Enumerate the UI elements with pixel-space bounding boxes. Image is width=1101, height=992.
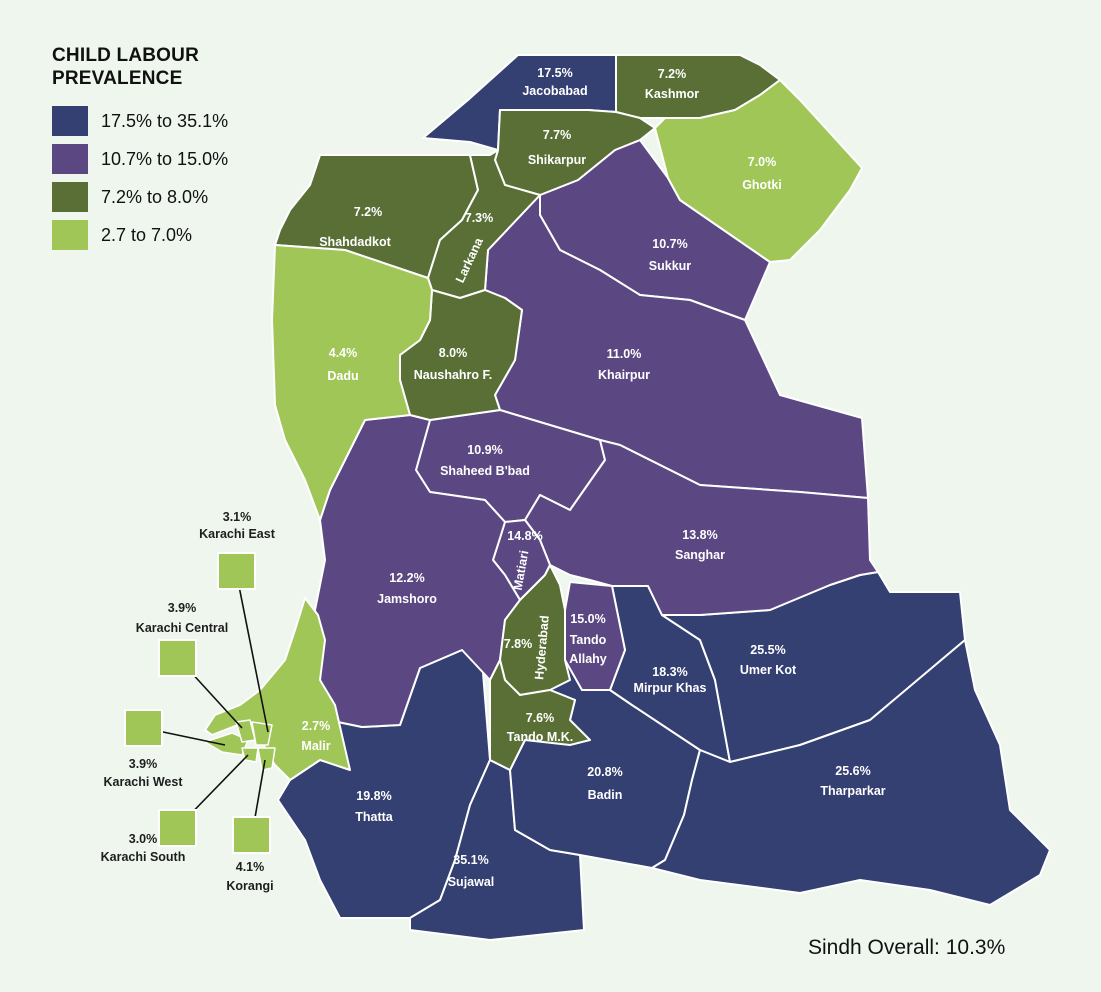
label-naushahro-value: 8.0% xyxy=(439,346,468,360)
district-labels: 17.5% Jacobabad 7.2% Kashmor 7.7% Shikar… xyxy=(101,66,886,893)
label-tharparkar-value: 25.6% xyxy=(835,764,870,778)
label-malir-value: 2.7% xyxy=(302,719,331,733)
label-mirpur-khas-name: Mirpur Khas xyxy=(634,681,707,695)
label-mirpur-khas-value: 18.3% xyxy=(652,665,687,679)
label-tando-allahyar-name1: Tando xyxy=(570,633,607,647)
callout-box-korangi[interactable] xyxy=(232,816,271,854)
legend: CHILD LABOUR PREVALENCE 17.5% to 35.1% 1… xyxy=(52,44,242,254)
callout-box-karachi-west[interactable] xyxy=(124,709,163,747)
legend-item: 10.7% to 15.0% xyxy=(52,140,242,178)
district-sanghar[interactable] xyxy=(524,439,879,616)
label-korangi-value: 4.1% xyxy=(236,860,265,874)
label-sujawal-name: Sujawal xyxy=(448,875,495,889)
label-khairpur-value: 11.0% xyxy=(607,347,642,361)
legend-item: 17.5% to 35.1% xyxy=(52,102,242,140)
label-shikarpur-name: Shikarpur xyxy=(528,153,586,167)
legend-label: 7.2% to 8.0% xyxy=(101,186,209,207)
label-khairpur-name: Khairpur xyxy=(598,368,650,382)
label-tando-allahyar-value: 15.0% xyxy=(570,612,605,626)
label-kashmor-name: Kashmor xyxy=(645,87,699,101)
label-hyderabad-name: Hyderabad xyxy=(532,615,552,681)
label-larkana-value: 7.3% xyxy=(465,211,494,225)
legend-swatch xyxy=(52,182,88,212)
label-shahdadkot-value: 7.2% xyxy=(354,205,383,219)
district-dadu[interactable] xyxy=(271,244,433,521)
legend-swatch xyxy=(52,106,88,136)
label-ghotki-name: Ghotki xyxy=(742,178,782,192)
label-dadu-value: 4.4% xyxy=(329,346,358,360)
label-badin-name: Badin xyxy=(588,788,623,802)
label-shahdadkot-name: Shahdadkot xyxy=(319,235,391,249)
label-sujawal-value: 35.1% xyxy=(453,853,488,867)
legend-title-line1: CHILD LABOUR xyxy=(52,45,199,66)
label-kashmor-value: 7.2% xyxy=(658,67,687,81)
label-tando-mk-name: Tando M.K. xyxy=(507,730,573,744)
label-tharparkar-name: Tharparkar xyxy=(820,784,885,798)
label-matiari-value: 14.8% xyxy=(507,529,542,543)
legend-swatch xyxy=(52,144,88,174)
callout-box-karachi-south[interactable] xyxy=(158,809,197,847)
legend-title-line2: PREVALENCE xyxy=(52,68,183,89)
label-thatta-name: Thatta xyxy=(355,810,394,824)
label-karachi-east-name: Karachi East xyxy=(199,527,276,541)
district-ghotki[interactable] xyxy=(654,79,863,263)
district-tharparkar[interactable] xyxy=(651,639,1051,906)
label-malir-name: Malir xyxy=(301,739,330,753)
label-jacobabad-name: Jacobabad xyxy=(522,84,587,98)
label-matiari-name: Matiari xyxy=(511,549,532,591)
district-tando-muhammad-khan[interactable] xyxy=(489,659,591,771)
karachi-callouts xyxy=(124,552,271,854)
label-naushahro-name: Naushahro F. xyxy=(414,368,493,382)
label-jacobabad-value: 17.5% xyxy=(537,66,572,80)
label-sanghar-value: 13.8% xyxy=(682,528,717,542)
label-karachi-south-name: Karachi South xyxy=(101,850,186,864)
label-shaheed-value: 10.9% xyxy=(467,443,502,457)
legend-label: 2.7 to 7.0% xyxy=(101,224,193,245)
label-ghotki-value: 7.0% xyxy=(748,155,777,169)
label-sukkur-name: Sukkur xyxy=(649,259,692,273)
callout-box-karachi-central[interactable] xyxy=(158,639,197,677)
label-badin-value: 20.8% xyxy=(587,765,622,779)
sindh-overall: Sindh Overall: 10.3% xyxy=(808,936,1006,959)
label-sanghar-name: Sanghar xyxy=(675,548,725,562)
legend-label: 17.5% to 35.1% xyxy=(101,110,229,131)
callout-box-karachi-east[interactable] xyxy=(217,552,256,590)
legend-item: 2.7 to 7.0% xyxy=(52,216,242,254)
label-jamshoro-value: 12.2% xyxy=(389,571,424,585)
label-tando-allahyar-name2: Allahy xyxy=(569,652,607,666)
label-korangi-name: Korangi xyxy=(226,879,273,893)
label-karachi-central-name: Karachi Central xyxy=(136,621,228,635)
label-karachi-east-value: 3.1% xyxy=(223,510,252,524)
legend-swatch xyxy=(52,220,88,250)
legend-title: CHILD LABOUR PREVALENCE xyxy=(52,44,242,90)
district-karachi-east-area[interactable] xyxy=(251,721,273,746)
label-dadu-name: Dadu xyxy=(327,369,358,383)
legend-label: 10.7% to 15.0% xyxy=(101,148,229,169)
label-shikarpur-value: 7.7% xyxy=(543,128,572,142)
label-karachi-west-value: 3.9% xyxy=(129,757,158,771)
label-umer-kot-value: 25.5% xyxy=(750,643,785,657)
label-thatta-value: 19.8% xyxy=(356,789,391,803)
label-hyderabad-value: 7.8% xyxy=(504,637,533,651)
label-sukkur-value: 10.7% xyxy=(652,237,687,251)
label-karachi-central-value: 3.9% xyxy=(168,601,197,615)
label-jamshoro-name: Jamshoro xyxy=(377,592,437,606)
district-korangi-area[interactable] xyxy=(257,747,276,771)
label-shaheed-name: Shaheed B'bad xyxy=(440,464,530,478)
district-karachi-south-area[interactable] xyxy=(241,747,259,763)
label-karachi-west-name: Karachi West xyxy=(104,775,184,789)
label-karachi-south-value: 3.0% xyxy=(129,832,158,846)
label-umer-kot-name: Umer Kot xyxy=(740,663,797,677)
legend-item: 7.2% to 8.0% xyxy=(52,178,242,216)
label-tando-mk-value: 7.6% xyxy=(526,711,555,725)
district-hyderabad[interactable] xyxy=(499,564,571,696)
